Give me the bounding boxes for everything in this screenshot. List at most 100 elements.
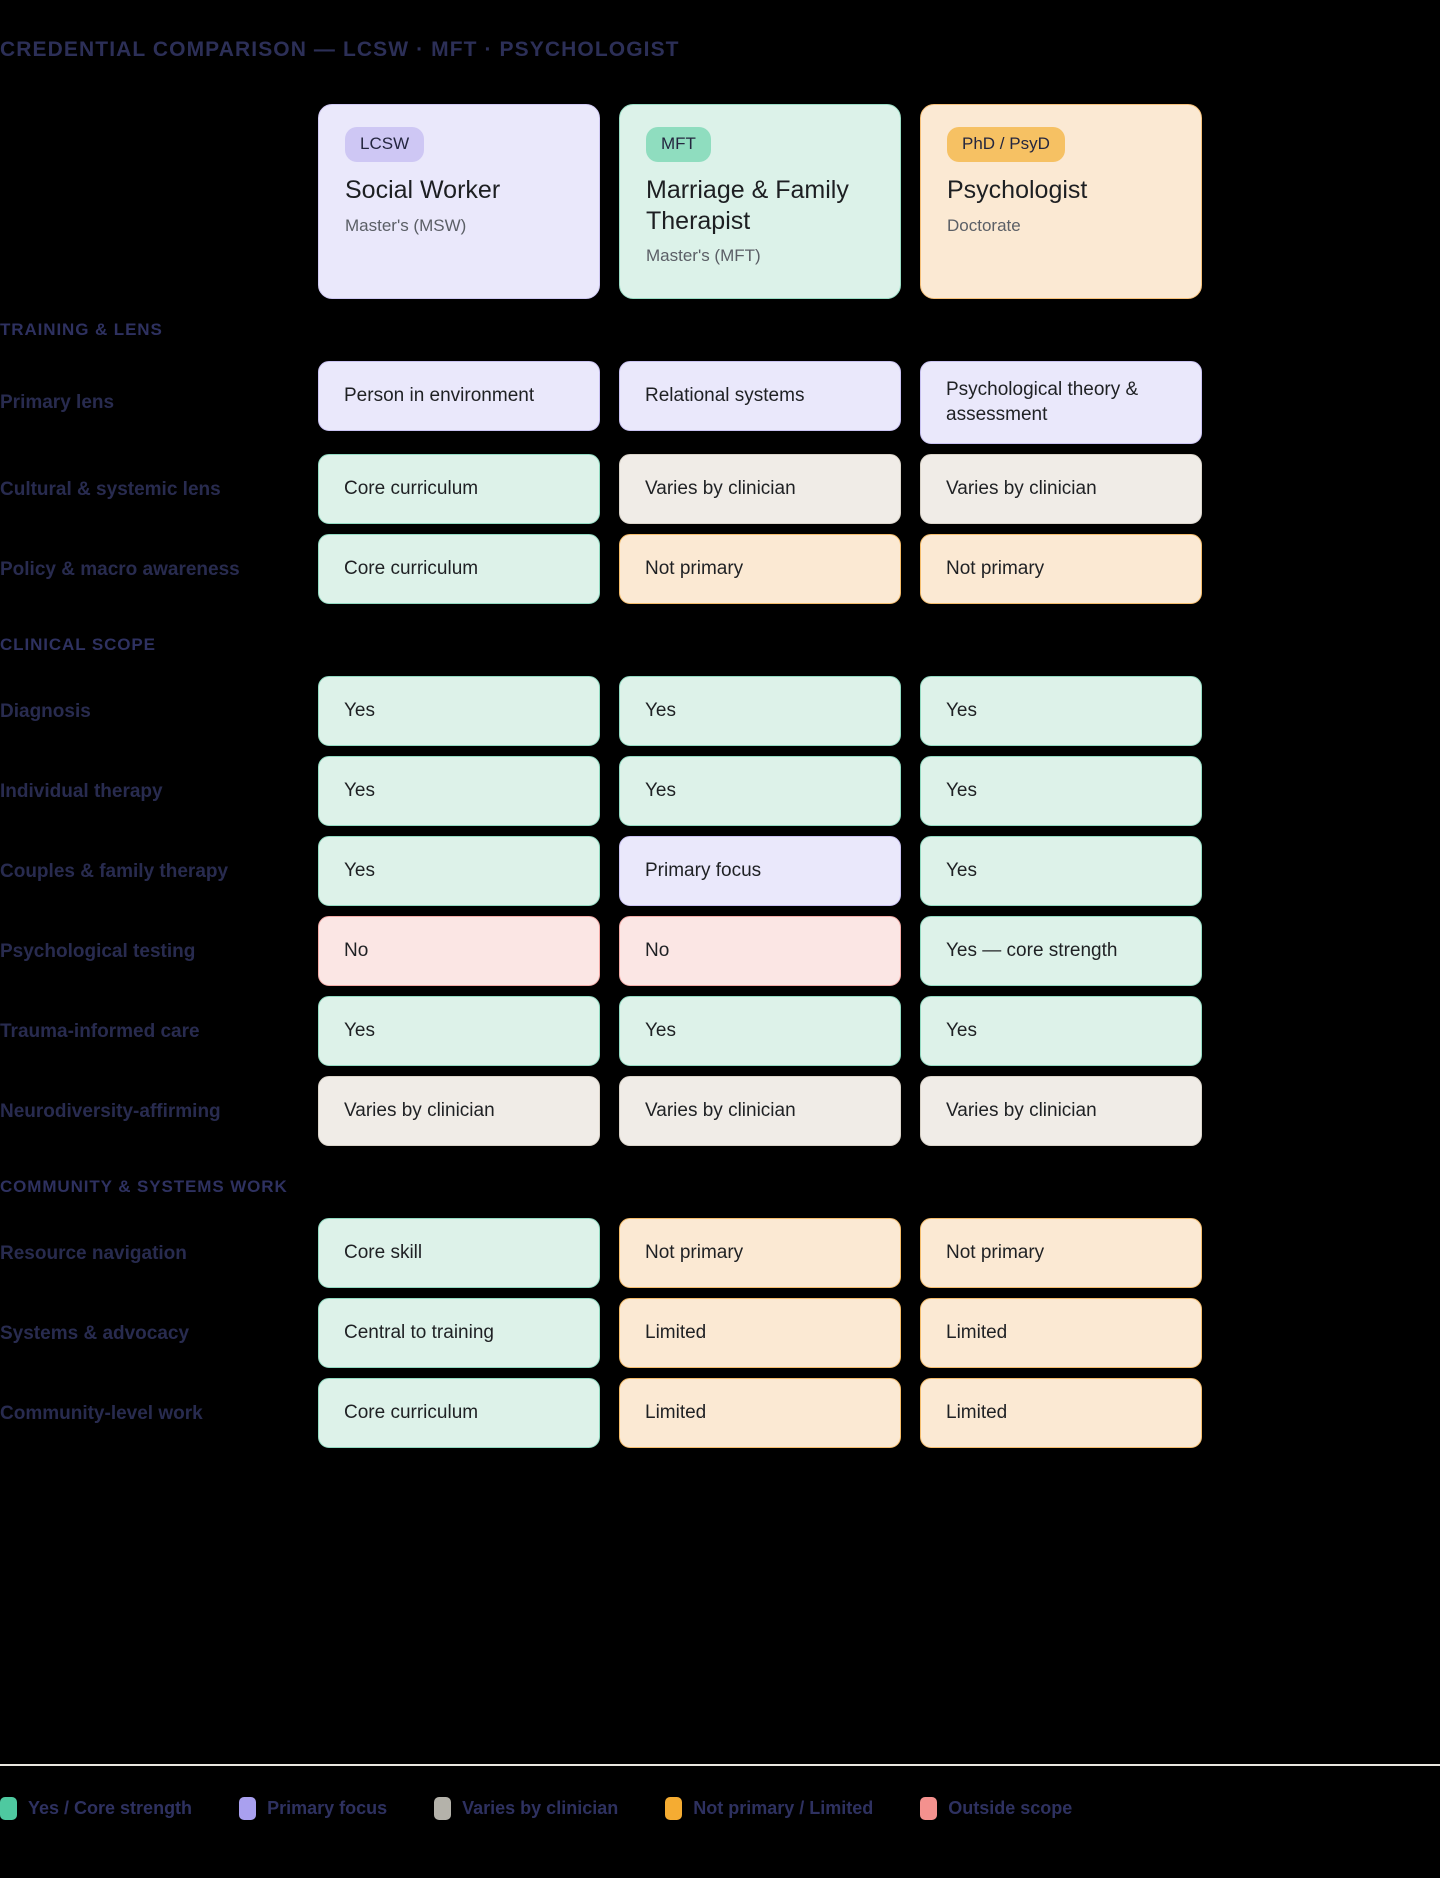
row-label: Policy & macro awareness <box>0 558 240 580</box>
row-label: Couples & family therapy <box>0 860 229 882</box>
table-cell[interactable]: Limited <box>619 1298 901 1369</box>
credential-name-psychologist: Psychologist <box>947 176 1088 204</box>
section-header-label-col: TRAINING & LENS <box>0 299 318 361</box>
table-cell[interactable]: Primary focus <box>619 836 901 907</box>
legend-item: Primary focus <box>239 1797 387 1820</box>
legend-item: Not primary / Limited <box>665 1797 873 1820</box>
row-label-cell: Neurodiversity-affirming <box>0 1076 318 1146</box>
table-cell[interactable]: Limited <box>920 1378 1202 1449</box>
row-label: Diagnosis <box>0 700 91 722</box>
table-cell-wrapper: Core curriculum <box>318 534 619 605</box>
row-label: Neurodiversity-affirming <box>0 1100 221 1122</box>
table-cell-wrapper: Yes — core strength <box>920 916 1221 987</box>
table-cell[interactable]: Not primary <box>920 534 1202 605</box>
table-cell-wrapper: Yes <box>619 756 920 827</box>
table-cell[interactable]: Not primary <box>619 1218 901 1289</box>
table-cell[interactable]: Core curriculum <box>318 534 600 605</box>
table-cell[interactable]: Psychological theory & assessment <box>920 361 1202 445</box>
row-label-cell: Diagnosis <box>0 676 318 746</box>
table-cell[interactable]: Not primary <box>619 534 901 605</box>
table-cell-wrapper: Core curriculum <box>318 454 619 525</box>
table-row: Couples & family therapy Yes Primary focus… <box>0 836 1440 907</box>
table-cell-wrapper: Relational systems <box>619 361 920 444</box>
table-cell[interactable]: Central to training <box>318 1298 600 1369</box>
table-cell[interactable]: Yes <box>920 756 1202 827</box>
row-label-cell: Cultural & systemic lens <box>0 454 318 524</box>
table-cell[interactable]: Limited <box>920 1298 1202 1369</box>
table-cell[interactable]: No <box>318 916 600 987</box>
table-cell[interactable]: Yes <box>619 676 901 747</box>
table-cell-wrapper: Yes <box>318 836 619 907</box>
legend-swatch-icon <box>920 1797 938 1820</box>
credential-card-lcsw[interactable]: LCSW Social Worker Master's (MSW) <box>318 104 600 299</box>
table-cell[interactable]: Yes — core strength <box>920 916 1202 987</box>
table-cell-wrapper: Yes <box>619 996 920 1067</box>
table-cell[interactable]: Varies by clinician <box>619 454 901 525</box>
table-cell[interactable]: Varies by clinician <box>619 1076 901 1147</box>
table-cell-wrapper: Yes <box>619 676 920 747</box>
table-cell[interactable]: Relational systems <box>619 361 901 431</box>
table-cell[interactable]: Core skill <box>318 1218 600 1289</box>
section-heading: CLINICAL SCOPE <box>0 635 156 655</box>
table-cell[interactable]: Yes <box>619 756 901 827</box>
table-cell-wrapper: Varies by clinician <box>619 1076 920 1147</box>
row-label-cell: Couples & family therapy <box>0 836 318 906</box>
table-cell-wrapper: Yes <box>318 996 619 1067</box>
table-cell[interactable]: Person in environment <box>318 361 600 431</box>
column-header-psychologist: PhD / PsyD Psychologist Doctorate <box>920 104 1221 299</box>
table-cell[interactable]: Yes <box>318 756 600 827</box>
table-cell[interactable]: Core curriculum <box>318 454 600 525</box>
table-cell[interactable]: Yes <box>920 836 1202 907</box>
table-cell-wrapper: Person in environment <box>318 361 619 444</box>
table-cell[interactable]: Yes <box>619 996 901 1067</box>
row-label-cell: Individual therapy <box>0 756 318 826</box>
table-cell-wrapper: Primary focus <box>619 836 920 907</box>
table-cell-wrapper: Varies by clinician <box>318 1076 619 1147</box>
credential-pill-lcsw: LCSW <box>345 127 425 162</box>
row-label-cell: Policy & macro awareness <box>0 534 318 604</box>
table-cell-wrapper: Yes <box>920 996 1221 1067</box>
row-label-cell: Primary lens <box>0 361 318 444</box>
section-heading: TRAINING & LENS <box>0 320 163 339</box>
table-row: Neurodiversity-affirming Varies by clinic… <box>0 1076 1440 1147</box>
section-header-label-col: COMMUNITY & SYSTEMS WORK <box>0 1156 318 1218</box>
table-cell-wrapper: Varies by clinician <box>920 1076 1221 1147</box>
legend-item: Varies by clinician <box>434 1797 618 1820</box>
credential-card-mft[interactable]: MFT Marriage & Family Therapist Master's… <box>619 104 901 299</box>
table-cell-wrapper: No <box>619 916 920 987</box>
table-cell[interactable]: Yes <box>920 676 1202 747</box>
column-header-mft: MFT Marriage & Family Therapist Master's… <box>619 104 920 299</box>
credential-card-psychologist[interactable]: PhD / PsyD Psychologist Doctorate <box>920 104 1202 299</box>
table-cell[interactable]: Yes <box>920 996 1202 1067</box>
table-cell[interactable]: Varies by clinician <box>318 1076 600 1147</box>
row-label-cell: Community-level work <box>0 1378 318 1448</box>
table-cell[interactable]: Yes <box>318 676 600 747</box>
legend-label: Varies by clinician <box>462 1798 619 1818</box>
legend-swatch-icon <box>665 1797 683 1820</box>
table-cell-wrapper: Yes <box>318 756 619 827</box>
table-cell[interactable]: Limited <box>619 1378 901 1449</box>
table-cell[interactable]: Yes <box>318 836 600 907</box>
row-label-cell: Trauma-informed care <box>0 996 318 1066</box>
table-cell[interactable]: Core curriculum <box>318 1378 600 1449</box>
table-cell[interactable]: Varies by clinician <box>920 454 1202 525</box>
legend-divider <box>0 1764 1440 1766</box>
legend-label: Primary focus <box>267 1798 388 1818</box>
table-cell[interactable]: Not primary <box>920 1218 1202 1289</box>
table-cell[interactable]: No <box>619 916 901 987</box>
row-label-cell: Systems & advocacy <box>0 1298 318 1368</box>
table-cell[interactable]: Varies by clinician <box>920 1076 1202 1147</box>
table-cell-wrapper: Yes <box>920 836 1221 907</box>
credential-degree-mft: Master's (MFT) <box>646 246 761 265</box>
table-cell[interactable]: Yes <box>318 996 600 1067</box>
table-cell-wrapper: Yes <box>920 756 1221 827</box>
row-label: Psychological testing <box>0 940 196 962</box>
table-cell-wrapper: Core curriculum <box>318 1378 619 1449</box>
